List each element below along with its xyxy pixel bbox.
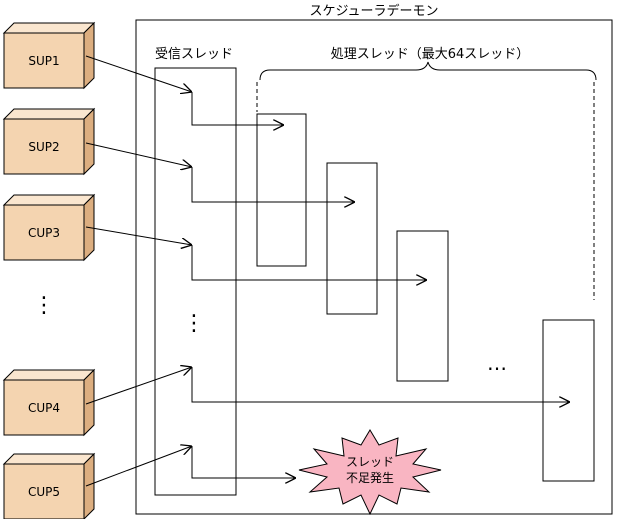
client-cup4-label: CUP4 (28, 401, 60, 415)
client-sup2-label: SUP2 (28, 140, 59, 154)
client-cup4: CUP4 (2, 368, 96, 437)
arrow-cup4-to-receive (85, 367, 192, 405)
client-sup1-label: SUP1 (28, 54, 59, 68)
processing-threads-brace (259, 61, 597, 81)
arrow-sup2-to-receive (85, 142, 192, 167)
client-sup2: SUP2 (2, 107, 96, 176)
client-cup5-label: CUP5 (28, 485, 60, 499)
thread-shortage-starburst (298, 429, 442, 516)
clients-ellipsis: ⋮ (33, 293, 55, 318)
client-sup1: SUP1 (2, 21, 96, 90)
client-cup3-label: CUP3 (28, 226, 60, 240)
receive-threads-label: 受信スレッド (155, 47, 233, 62)
arrow-cup3-to-receive (85, 226, 192, 245)
arrow-receive-to-processing-3 (191, 245, 427, 280)
processing-thread-box-4 (542, 319, 595, 482)
receive-threads-ellipsis: ⋮ (183, 311, 205, 336)
arrow-cup5-to-receive (85, 446, 192, 487)
processing-thread-box-3 (396, 230, 449, 382)
thread-shortage-line1: スレッド (346, 455, 394, 469)
receive-threads-box (154, 67, 237, 496)
arrow-receive-to-processing-1 (191, 92, 284, 125)
arrow-receive-to-thread-shortage (191, 446, 296, 478)
client-cup3: CUP3 (2, 193, 96, 262)
arrow-receive-to-processing-2 (191, 167, 355, 202)
processing-threads-label: 処理スレッド（最大64スレッド） (331, 47, 530, 62)
processing-thread-box-2 (326, 162, 378, 315)
scheduler-daemon-label: スケジューラデーモン (309, 3, 438, 19)
processing-thread-box-1 (256, 113, 307, 267)
arrow-sup1-to-receive (85, 55, 192, 92)
thread-shortage-line2: 不足発生 (346, 471, 394, 485)
arrow-receive-to-processing-4 (191, 367, 570, 402)
processing-threads-ellipsis: … (487, 351, 507, 375)
client-cup5: CUP5 (2, 452, 96, 519)
